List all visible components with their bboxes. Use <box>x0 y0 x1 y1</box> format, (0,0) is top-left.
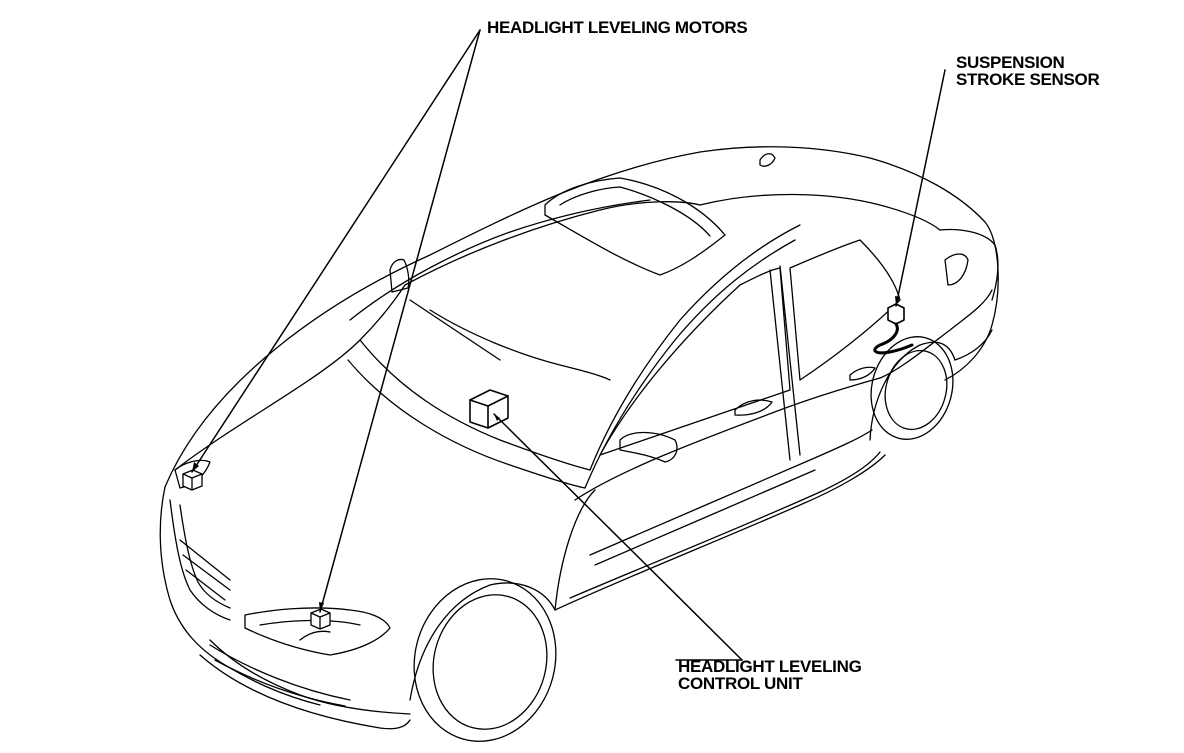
label-suspension-line2: STROKE SENSOR <box>956 71 1099 88</box>
label-headlight-leveling-motors: HEADLIGHT LEVELING MOTORS <box>487 19 747 36</box>
headlight-leveling-motor-left <box>183 470 202 490</box>
leader-motor-right <box>320 30 480 612</box>
label-control-unit-line2: CONTROL UNIT <box>678 675 803 692</box>
label-control-unit-line1: HEADLIGHT LEVELING <box>678 658 862 675</box>
label-suspension-line1: SUSPENSION <box>956 54 1064 71</box>
arrowheads <box>192 296 900 612</box>
rear-details <box>760 154 968 285</box>
leader-sensor <box>896 70 945 306</box>
leader-lines <box>192 30 945 660</box>
leader-control-unit <box>494 414 742 660</box>
front-grille-headlights <box>170 460 390 706</box>
